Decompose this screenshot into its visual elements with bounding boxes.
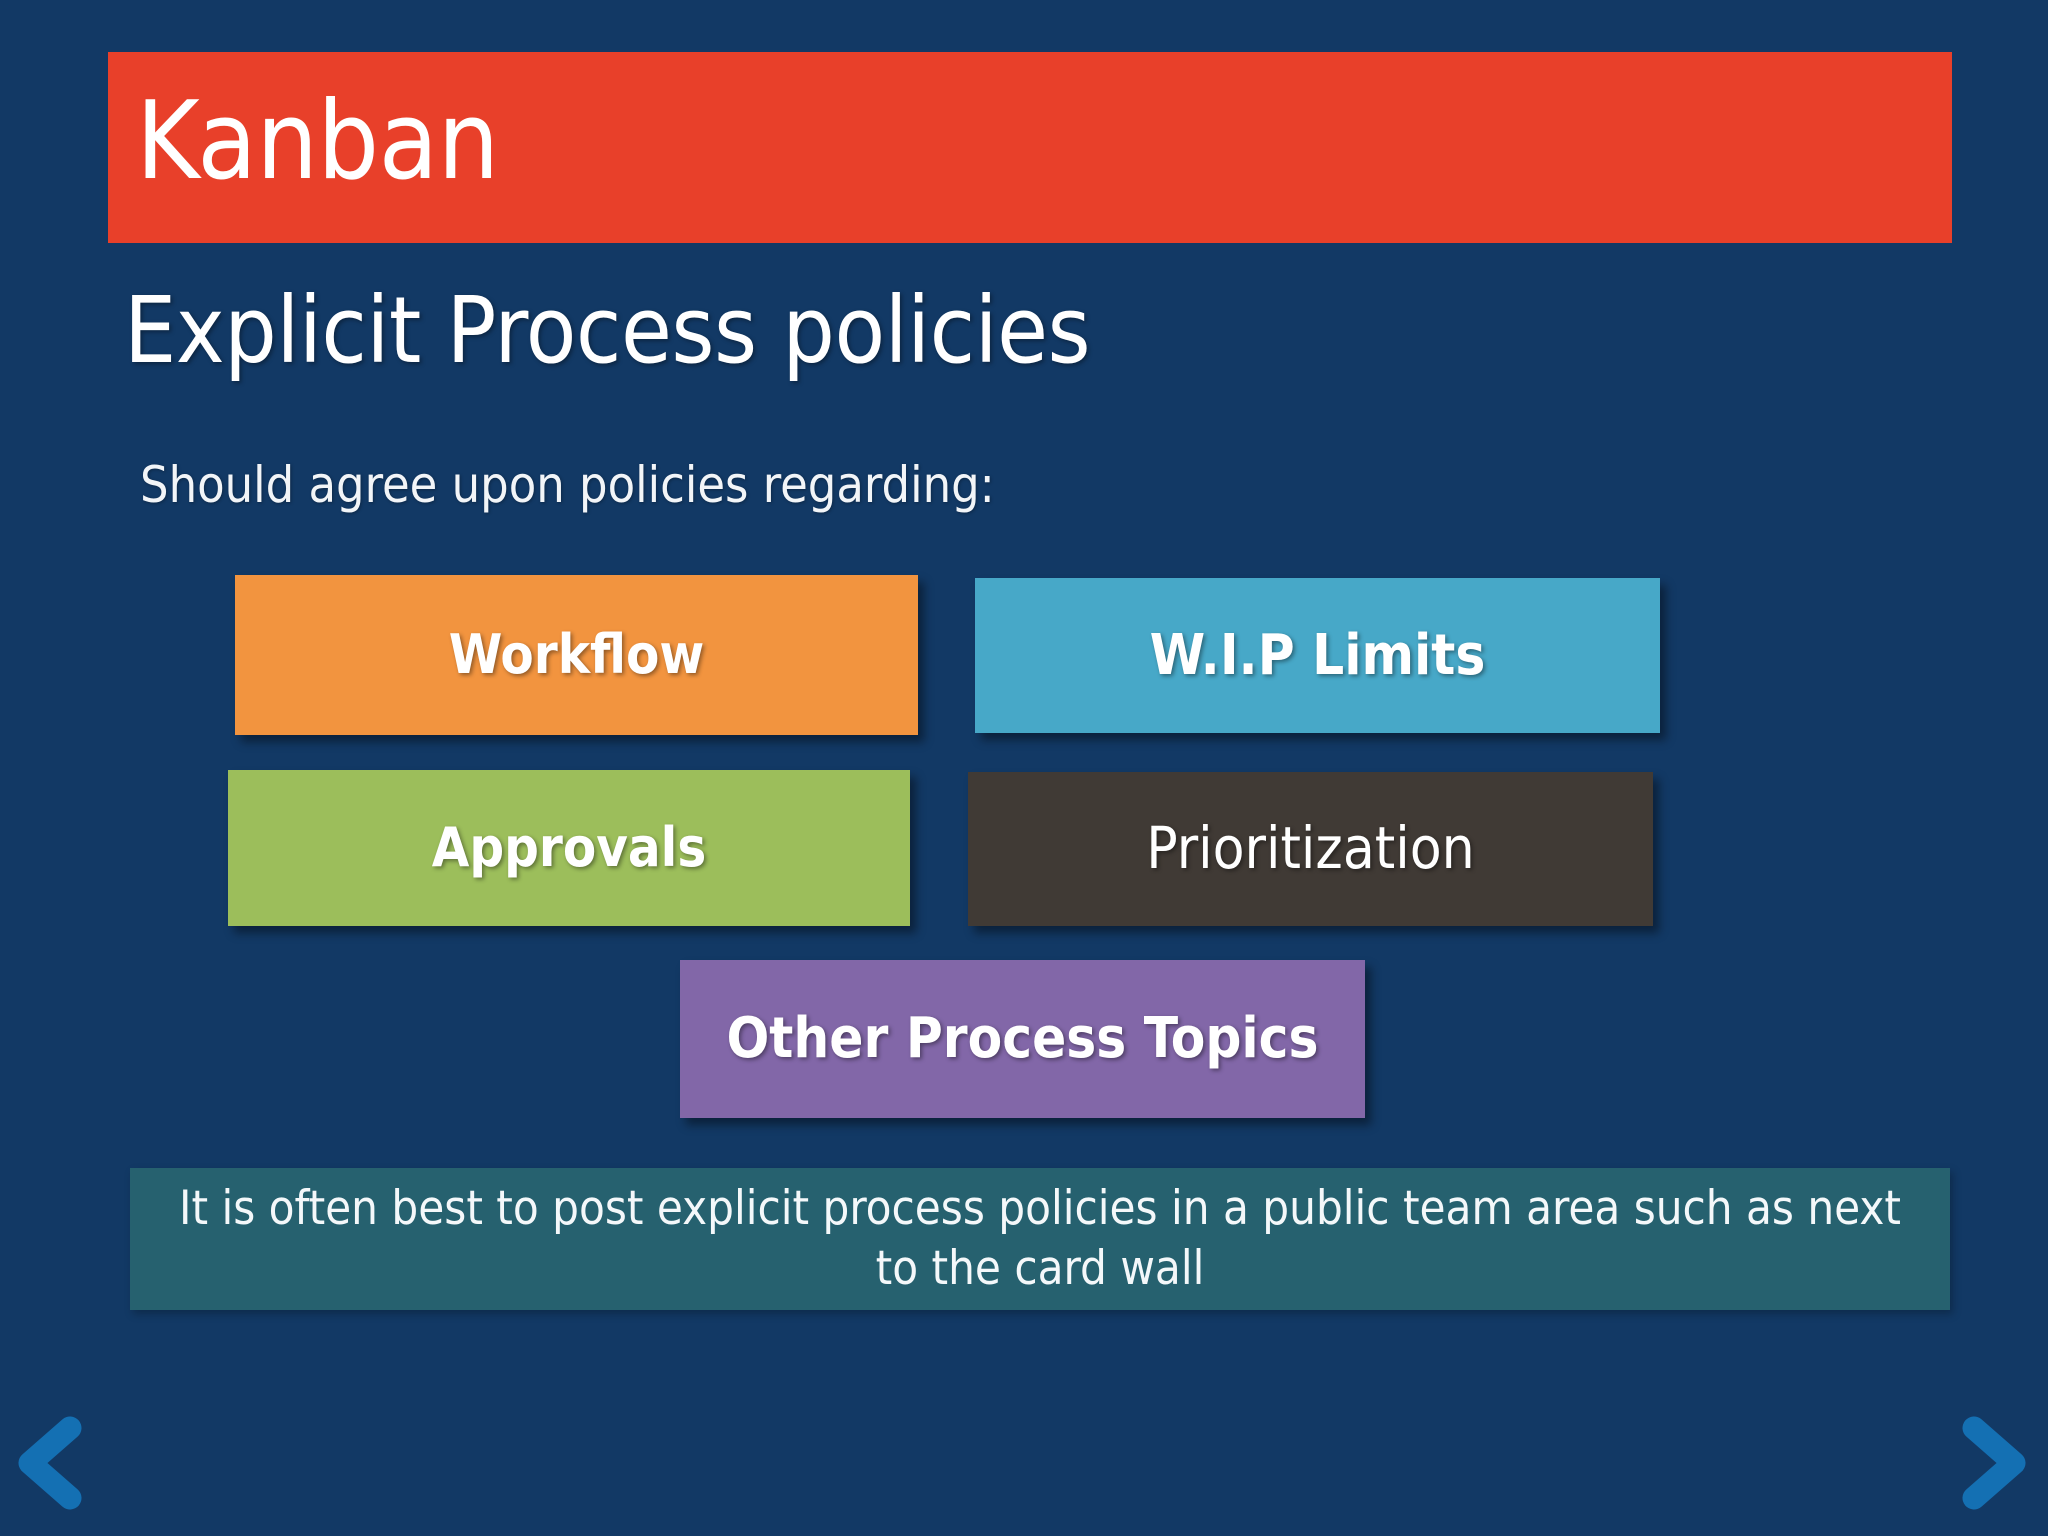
slide-subtitle: Explicit Process policies <box>124 277 1091 384</box>
slide-title-banner: Kanban <box>108 52 1952 243</box>
caption-text: It is often best to post explicit proces… <box>179 1180 1901 1296</box>
policy-label-prioritization: Prioritization <box>1146 814 1475 883</box>
policy-label-approvals: Approvals <box>431 816 707 880</box>
policy-label-other-process-topics: Other Process Topics <box>726 1006 1319 1072</box>
next-slide-button[interactable] <box>1948 1408 2040 1518</box>
policy-box-prioritization: Prioritization <box>968 772 1653 926</box>
policy-box-approvals: Approvals <box>228 770 910 926</box>
chevron-left-icon <box>18 1416 82 1510</box>
policy-label-wip-limits: W.I.P Limits <box>1149 622 1486 688</box>
chevron-right-icon <box>1962 1416 2026 1510</box>
policy-box-workflow: Workflow <box>235 575 918 735</box>
policy-box-other-process-topics: Other Process Topics <box>680 960 1365 1118</box>
policy-label-workflow: Workflow <box>448 623 705 687</box>
policy-box-wip-limits: W.I.P Limits <box>975 578 1660 733</box>
slide-title: Kanban <box>136 79 499 204</box>
previous-slide-button[interactable] <box>4 1408 96 1518</box>
caption-bar: It is often best to post explicit proces… <box>130 1168 1950 1310</box>
lead-in-text: Should agree upon policies regarding: <box>140 456 995 514</box>
